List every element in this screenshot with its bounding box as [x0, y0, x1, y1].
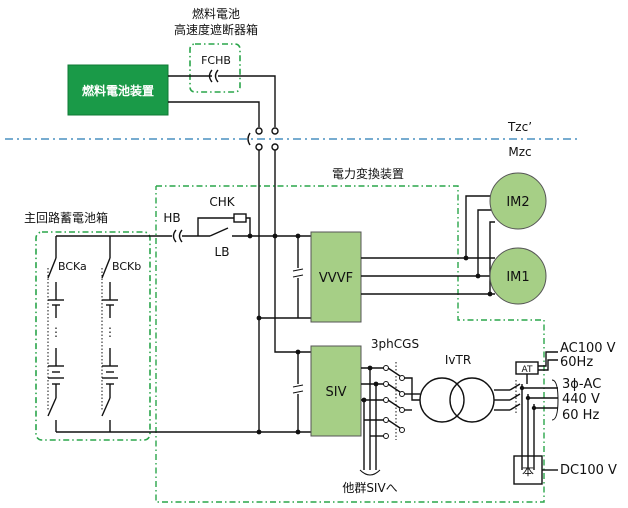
cgs-to-tr-1	[404, 377, 420, 401]
at-label: AT	[522, 365, 533, 375]
junction-dot	[463, 255, 469, 261]
chk-branch	[197, 217, 234, 236]
vvvf-inverter	[310, 231, 362, 323]
cgs-contact	[383, 417, 389, 423]
lb-switch	[209, 227, 229, 237]
power-converter-label: 電力変換装置	[332, 166, 404, 181]
cgs-contact	[399, 427, 405, 433]
cgs-contact	[383, 433, 389, 439]
junction-dot	[531, 405, 537, 411]
bcka-switch	[47, 257, 57, 279]
chk-branch-return	[246, 217, 251, 236]
tzc-label: Tzc’	[507, 120, 532, 134]
coupler-arc	[247, 132, 251, 146]
cgs-switch	[387, 399, 401, 409]
cgs-switch	[387, 419, 401, 429]
cgs-contact	[383, 397, 389, 403]
cgs-contact	[383, 381, 389, 387]
cgs-contact	[399, 407, 405, 413]
phcgs-label: 3phCGS	[371, 337, 419, 351]
im2-feed-w	[489, 221, 495, 294]
bcka-label: BCKa	[58, 260, 87, 273]
battery-ellipsis-a: ⋮	[50, 325, 62, 339]
other-siv-bracket	[359, 469, 381, 476]
vvvf-label: VVVF	[319, 271, 353, 286]
mzc-label: Mzc	[508, 145, 531, 159]
cgs-switch	[387, 367, 401, 377]
ac3-label-2: 440 V	[562, 392, 600, 407]
ac100-label-1: AC100 V	[560, 341, 616, 356]
bcka-lower-switch	[47, 397, 57, 417]
chk-resistor	[233, 213, 247, 223]
im2-feed-v	[477, 209, 495, 276]
siv-capacitor	[292, 384, 304, 394]
out-contactor	[509, 403, 521, 411]
bckb-switch	[101, 257, 111, 279]
im2-feed-u	[465, 195, 495, 258]
ivtr-secondary-winding	[449, 377, 495, 423]
power-converter-outline	[155, 185, 545, 503]
battery-ellipsis-b: ⋮	[104, 325, 116, 339]
ivtr-primary-winding	[419, 377, 465, 423]
coupler-circle	[271, 143, 279, 151]
fuel-cell-unit-label: 燃料電池装置	[82, 83, 154, 98]
ivtr-label: IvTR	[445, 353, 471, 367]
other-siv-label: 他群SIVへ	[342, 481, 397, 495]
im2-label: IM2	[506, 195, 529, 210]
hb-breaker-symbol	[172, 229, 183, 243]
fc-breaker-box-title-2: 高速度遮断器箱	[174, 22, 258, 37]
junction-dot	[247, 233, 253, 239]
ac3-bracket	[551, 379, 559, 421]
ac3-label-1: 3ϕ-AC	[562, 377, 601, 392]
coupler-circle	[255, 143, 263, 151]
cgs-switch	[387, 383, 401, 393]
fuel-cell-unit	[67, 64, 169, 116]
siv-label: SIV	[326, 385, 347, 400]
coupler-circle	[271, 127, 279, 135]
junction-dot	[272, 233, 278, 239]
fc-breaker-box-title-1: 燃料電池	[192, 6, 240, 21]
out-contactor	[509, 383, 521, 391]
junction-dot	[519, 385, 525, 391]
bckb-lower-switch	[101, 397, 111, 417]
junction-dot	[487, 291, 493, 297]
ac100-line-1	[538, 351, 558, 367]
siv-inverter	[310, 345, 362, 437]
chk-label: CHK	[209, 195, 235, 209]
rectifier-symbol: 本	[522, 464, 534, 478]
vvvf-capacitor	[292, 268, 304, 278]
ac3-label-3: 60 Hz	[562, 408, 599, 423]
bckb-label: BCKb	[112, 260, 141, 273]
dc100-label: DC100 V	[560, 463, 617, 478]
im1-motor	[489, 247, 547, 305]
im2-motor	[489, 172, 547, 230]
fc-breaker-box	[189, 43, 241, 93]
ac100-line-2	[538, 359, 558, 371]
out-contactor	[509, 393, 521, 401]
junction-dot	[525, 395, 531, 401]
hb-label: HB	[163, 211, 180, 225]
cgs-contact	[399, 391, 405, 397]
ac100-label-2: 60Hz	[560, 355, 593, 370]
fchb-label: FCHB	[201, 54, 231, 67]
im1-label: IM1	[506, 270, 529, 285]
cgs-contact	[383, 365, 389, 371]
fc-negative-wire	[168, 101, 260, 127]
fc-wire-down-b	[274, 150, 311, 353]
coupler-circle	[255, 127, 263, 135]
lb-label: LB	[215, 245, 230, 259]
battery-box	[35, 231, 151, 441]
junction-dot	[475, 273, 481, 279]
cgs-contact	[399, 375, 405, 381]
junction-dot	[256, 429, 262, 435]
fc-positive-wire-2	[218, 75, 276, 127]
battery-box-label: 主回路蓄電池箱	[24, 210, 108, 225]
